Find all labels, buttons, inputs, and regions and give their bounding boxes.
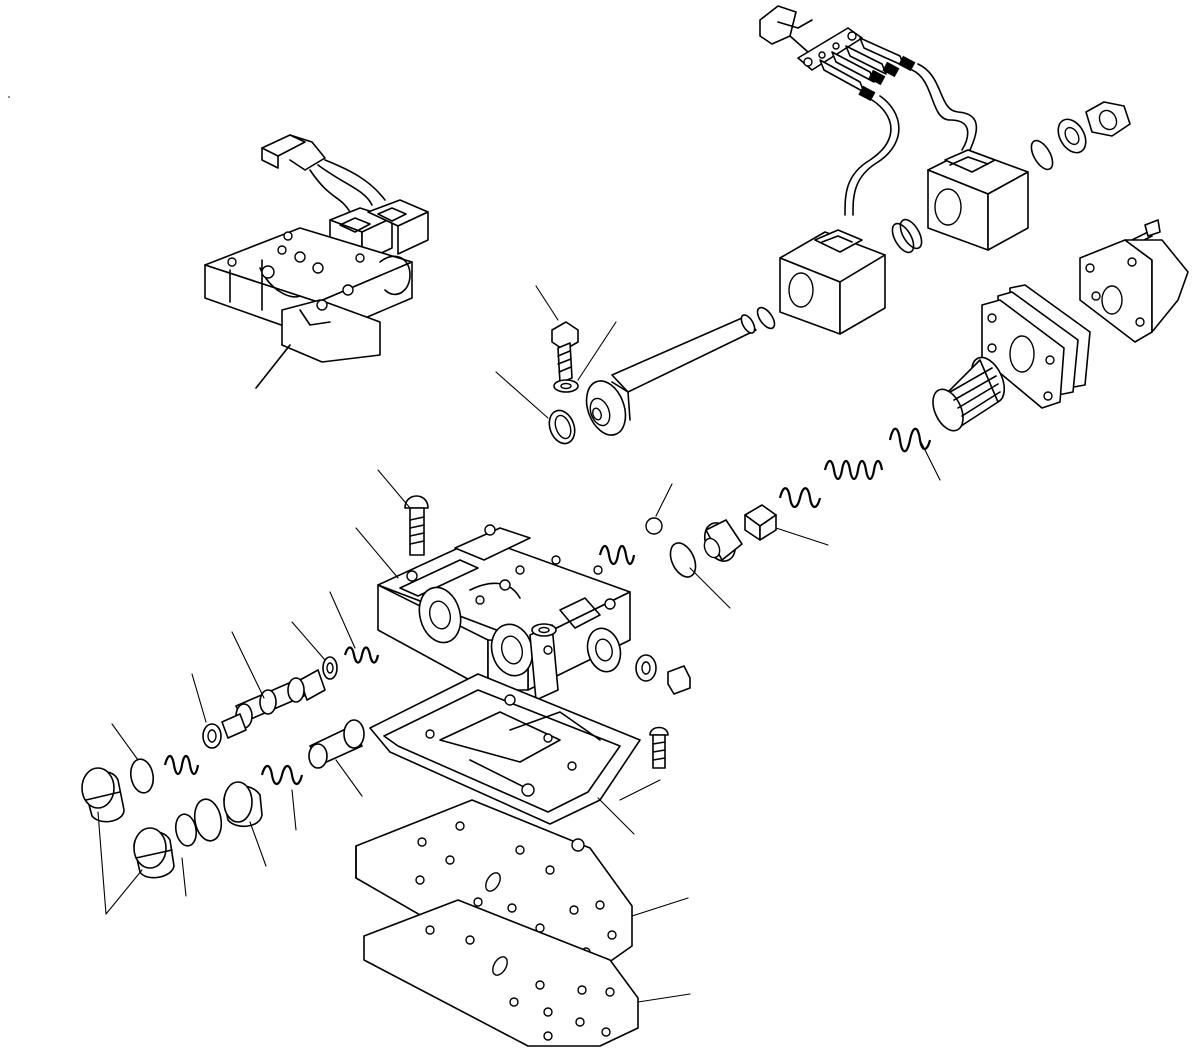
speck-mark (8, 96, 10, 98)
main-valve-body (377, 495, 691, 769)
solenoid-assembly (548, 5, 1189, 578)
leader-lines (97, 285, 941, 1003)
assembled-valve-body (204, 134, 429, 389)
gasket-and-plates (355, 673, 641, 1047)
spools-springs-plugs (81, 646, 380, 879)
